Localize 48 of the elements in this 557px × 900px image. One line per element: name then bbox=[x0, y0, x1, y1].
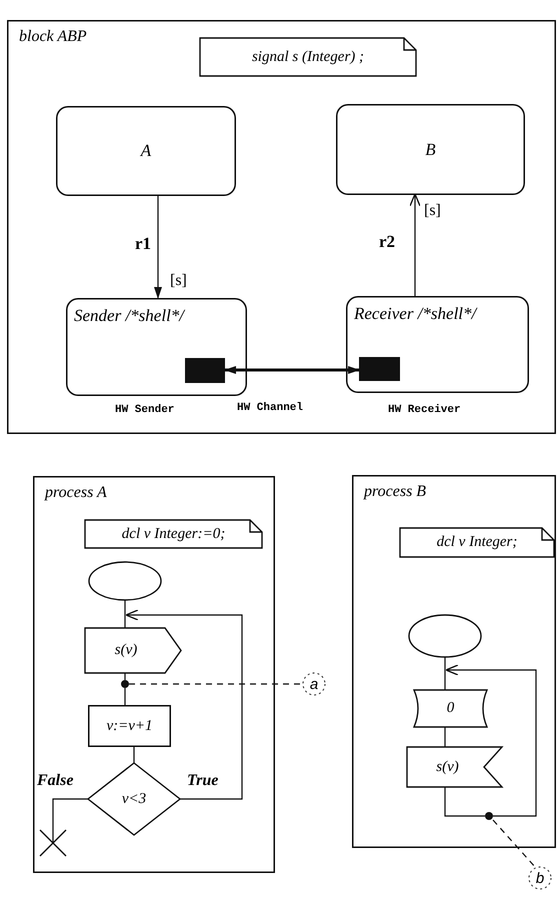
arrow bbox=[409, 193, 421, 296]
note-box bbox=[85, 520, 262, 548]
decision-diamond bbox=[88, 763, 180, 835]
node-label: b bbox=[536, 870, 544, 886]
node-label: s(v) bbox=[114, 642, 138, 659]
arrow bbox=[154, 196, 162, 299]
process-frame bbox=[33, 476, 275, 873]
arrow bbox=[444, 787, 485, 817]
node-label: v:=v+1 bbox=[106, 718, 153, 734]
frame-title: block ABP bbox=[19, 28, 87, 46]
start-ellipse bbox=[409, 615, 481, 657]
callout-circle bbox=[302, 672, 326, 696]
node-label: s(v) bbox=[436, 758, 459, 776]
note-box bbox=[200, 38, 416, 76]
port-caption: HW Sender bbox=[115, 404, 174, 416]
node-label: dcl v Integer:=0; bbox=[122, 526, 226, 542]
block-frame bbox=[7, 20, 556, 434]
arrow bbox=[445, 664, 537, 817]
frame-title: process A bbox=[45, 484, 107, 502]
arrow bbox=[224, 366, 360, 374]
node-label: dcl v Integer; bbox=[436, 534, 518, 551]
output-symbol bbox=[85, 628, 181, 673]
process-frame bbox=[352, 475, 556, 848]
stop-cross bbox=[40, 830, 66, 856]
start-ellipse bbox=[89, 562, 161, 600]
node-label: Receiver /*shell*/ bbox=[354, 304, 476, 324]
node-label: 0 bbox=[446, 700, 454, 717]
leader-line bbox=[129, 683, 302, 685]
leader-line bbox=[492, 820, 536, 868]
node-label: signal s (Integer) ; bbox=[252, 48, 364, 66]
frame-title: process B bbox=[364, 483, 426, 501]
block-box bbox=[56, 106, 236, 196]
junction-dot bbox=[121, 680, 129, 688]
junction-dot bbox=[485, 812, 493, 820]
signal-list-label: [s] bbox=[170, 272, 187, 290]
note-box bbox=[400, 528, 554, 557]
node-label: Sender /*shell*/ bbox=[74, 306, 184, 326]
block-box bbox=[336, 104, 525, 195]
node-label: v<3 bbox=[122, 790, 146, 808]
node-label: A bbox=[140, 141, 152, 161]
arrow bbox=[125, 609, 243, 800]
callout-circle bbox=[528, 866, 552, 890]
signal-list-label: [s] bbox=[424, 202, 441, 220]
node-label: a bbox=[310, 676, 318, 692]
port-caption: HW Receiver bbox=[388, 404, 461, 416]
task-box bbox=[88, 705, 171, 747]
node-label: B bbox=[425, 140, 436, 160]
input-symbol bbox=[407, 747, 502, 787]
